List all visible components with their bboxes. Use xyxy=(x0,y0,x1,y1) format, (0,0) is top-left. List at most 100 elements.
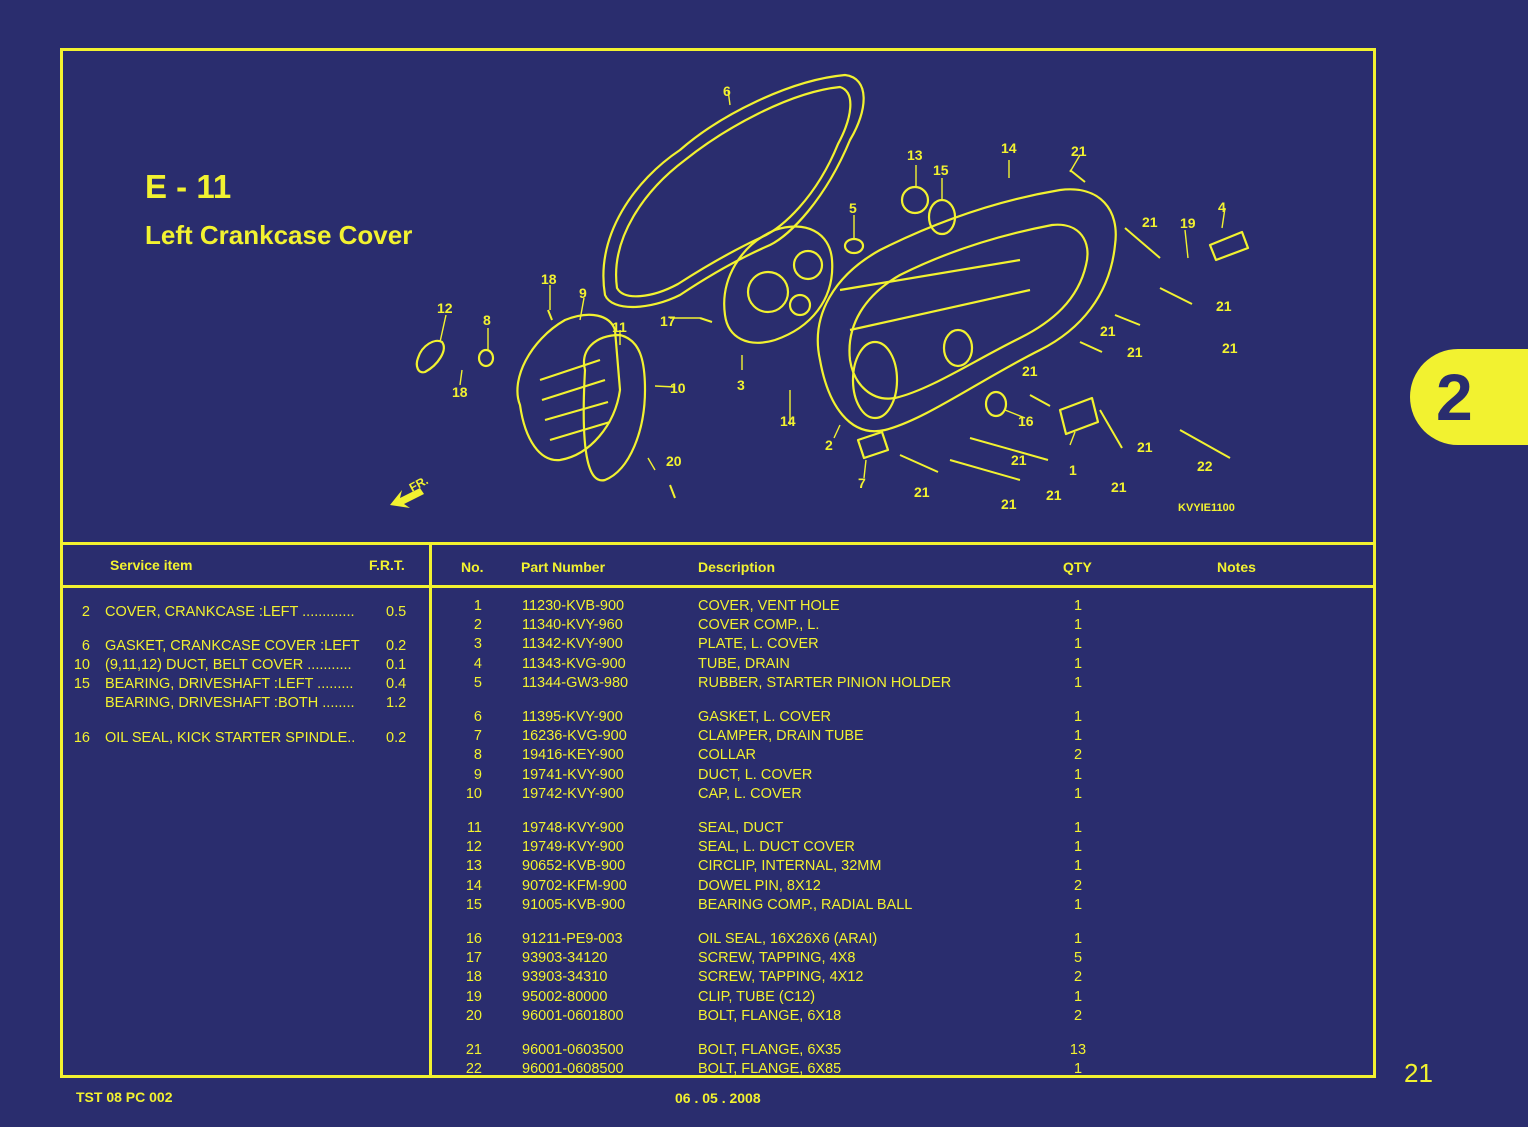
callout-numbers: 1 2 3 4 5 6 7 8 9 10 11 12 13 14 14 15 1… xyxy=(437,83,1238,512)
callout: 20 xyxy=(666,453,682,469)
service-row: 6 GASKET, CRANKCASE COVER :LEFT 0.2 xyxy=(72,638,417,658)
callout: 21 xyxy=(1222,340,1238,356)
part-number: 19748-KVY-900 xyxy=(522,820,624,836)
part-description: BEARING COMP., RADIAL BALL xyxy=(698,896,913,913)
service-frt: 0.1 xyxy=(386,657,407,673)
document-date: 06 . 05 . 2008 xyxy=(675,1090,761,1106)
part-number: 16236-KVG-900 xyxy=(522,728,627,745)
part-qty: 2 xyxy=(1073,747,1083,764)
part-no: 11 xyxy=(466,820,482,836)
part-number: 11340-KVY-960 xyxy=(522,617,623,634)
gasket-shape xyxy=(602,73,865,309)
page-number: 21 xyxy=(1404,1058,1433,1088)
part-qty: 1 xyxy=(1073,1061,1083,1078)
cap-shape xyxy=(582,333,647,482)
clamper-7 xyxy=(856,430,890,460)
service-text: OIL SEAL, KICK STARTER SPINDLE.. xyxy=(105,730,356,746)
cover-rib-2 xyxy=(849,288,1031,332)
part-no: 16 xyxy=(465,931,482,947)
callout: 21 xyxy=(1137,439,1153,455)
callout: 22 xyxy=(1197,458,1213,474)
gasket-inner-shape xyxy=(615,85,852,298)
callout: 21 xyxy=(1022,363,1038,379)
service-text: BEARING, DRIVESHAFT :BOTH ........ xyxy=(105,695,355,711)
callout: 10 xyxy=(670,380,686,396)
service-row: 15 BEARING, DRIVESHAFT :LEFT ......... 0… xyxy=(72,676,417,696)
part-qty: 1 xyxy=(1073,858,1083,875)
part-description: DOWEL PIN, 8X12 xyxy=(698,877,821,894)
service-frt: 0.5 xyxy=(386,604,407,620)
part-no: 3 xyxy=(473,636,482,653)
parts-row: 7 16236-KVG-900 CLAMPER, DRAIN TUBE 1 xyxy=(440,728,1370,747)
bolt-lines xyxy=(547,169,1231,499)
part-description: COVER COMP., L. xyxy=(698,617,820,634)
callout: 13 xyxy=(907,147,923,163)
service-no: 15 xyxy=(73,676,90,692)
part-no: 9 xyxy=(473,766,482,783)
seal-shape xyxy=(415,339,445,374)
cover-inner-shape xyxy=(848,223,1089,400)
part-no: 18 xyxy=(465,969,482,986)
part-no: 12 xyxy=(465,839,482,856)
part-qty: 1 xyxy=(1073,709,1083,725)
frt-header: F.R.T. xyxy=(369,557,405,573)
part-number: 91211-PE9-003 xyxy=(522,931,623,947)
part-no: 21 xyxy=(465,1042,482,1058)
part-qty: 2 xyxy=(1073,877,1083,894)
part-description: COLLAR xyxy=(698,747,757,764)
part-description: RUBBER, STARTER PINION HOLDER xyxy=(698,674,952,691)
vent-cover-1 xyxy=(1058,396,1100,436)
callout: 14 xyxy=(780,413,796,429)
part-qty: 2 xyxy=(1073,969,1083,986)
part-number: 19742-KVY-900 xyxy=(522,785,624,802)
part-description: SEAL, DUCT xyxy=(698,820,784,836)
callout: 21 xyxy=(1001,496,1017,512)
parts-row: 14 90702-KFM-900 DOWEL PIN, 8X12 2 xyxy=(440,878,1370,897)
part-description: PLATE, L. COVER xyxy=(698,636,819,653)
part-no: 20 xyxy=(465,1007,482,1024)
plate-shape xyxy=(723,225,834,344)
part-number: 19416-KEY-900 xyxy=(522,747,624,764)
part-number: 11343-KVG-900 xyxy=(522,655,626,672)
duct-fins xyxy=(539,358,611,442)
part-no: 14 xyxy=(465,877,482,894)
cover-shape xyxy=(816,188,1117,433)
cover-boss xyxy=(851,340,899,420)
callout: 15 xyxy=(933,162,949,178)
part-qty: 1 xyxy=(1073,617,1083,634)
service-no: 6 xyxy=(81,638,90,654)
part-description: COVER, VENT HOLE xyxy=(698,598,840,614)
callout: 21 xyxy=(1046,487,1062,503)
part-description: CAP, L. COVER xyxy=(698,785,802,802)
service-row: 2 COVER, CRANKCASE :LEFT ............. 0… xyxy=(72,604,417,624)
circlip-13 xyxy=(900,185,930,215)
part-no: 7 xyxy=(473,728,482,745)
callout: 21 xyxy=(1142,214,1158,230)
part-qty: 1 xyxy=(1073,636,1083,653)
part-no: 15 xyxy=(465,896,482,913)
part-number: 93903-34310 xyxy=(522,969,608,986)
part-qty: 1 xyxy=(1073,674,1083,691)
part-number: 90652-KVB-900 xyxy=(522,858,626,875)
part-number: 90702-KFM-900 xyxy=(522,877,627,894)
service-text: GASKET, CRANKCASE COVER :LEFT xyxy=(105,638,360,654)
no-header: No. xyxy=(461,559,484,575)
part-description: CLAMPER, DRAIN TUBE xyxy=(698,728,864,745)
part-qty: 1 xyxy=(1073,728,1083,745)
page-frame xyxy=(60,48,1376,1078)
section-code: E - 11 xyxy=(145,168,232,205)
callout: 21 xyxy=(1011,452,1027,468)
callout: 21 xyxy=(1111,479,1127,495)
callout: 21 xyxy=(1127,344,1143,360)
drawing-code: KVYIE1100 xyxy=(1178,502,1235,514)
